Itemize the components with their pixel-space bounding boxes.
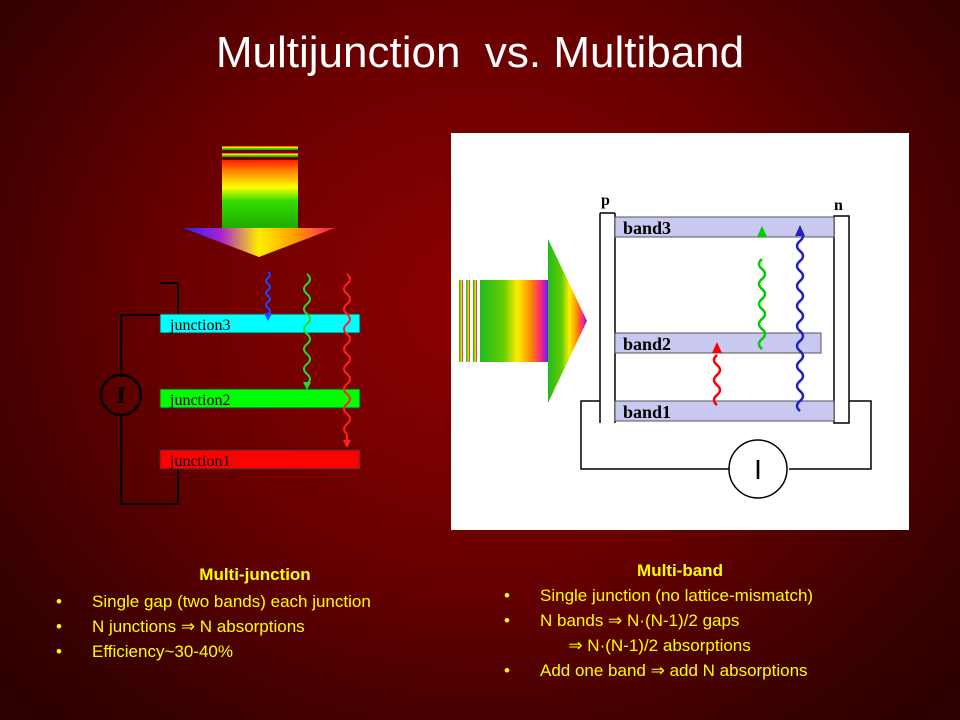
junction1-layer: junction1 bbox=[159, 449, 361, 470]
multijunction-diagram: I junction3 junction2 junction1 bbox=[99, 146, 361, 505]
list-item: •N bands ⇒ N·(N-1)/2 gaps bbox=[504, 608, 924, 633]
list-item: •Single junction (no lattice-mismatch) bbox=[504, 583, 924, 608]
multiband-diagram: p n band3 band2 band1 bbox=[459, 192, 872, 499]
list-item: •Single gap (two bands) each junction bbox=[56, 589, 456, 614]
bullet-marker: • bbox=[56, 642, 62, 661]
junction3-label: junction3 bbox=[169, 317, 230, 334]
p-label: p bbox=[601, 192, 610, 209]
band1-label: band1 bbox=[623, 402, 671, 422]
band3: band3 bbox=[614, 216, 835, 238]
p-contact bbox=[599, 212, 616, 423]
junction2-layer: junction2 bbox=[159, 388, 361, 409]
band3-label: band3 bbox=[623, 218, 671, 238]
n-label: n bbox=[834, 197, 843, 214]
multiband-heading: Multi-band bbox=[637, 561, 723, 580]
svg-text:I: I bbox=[754, 454, 762, 485]
incident-light-arrow-right bbox=[459, 239, 587, 403]
n-contact bbox=[833, 215, 850, 424]
bullet-marker: • bbox=[56, 592, 62, 611]
list-item: •N junctions ⇒ N absorptions bbox=[56, 614, 456, 639]
red-transition-arrow bbox=[712, 342, 722, 406]
incident-light-arrow bbox=[183, 146, 335, 257]
list-item: •Efficiency~30-40% bbox=[56, 639, 456, 664]
external-circuit-right bbox=[580, 400, 872, 470]
multijunction-heading: Multi-junction bbox=[199, 565, 311, 584]
green-transition-arrow bbox=[757, 226, 767, 350]
svg-text:I: I bbox=[116, 383, 125, 409]
slide-title: Multijunction vs. Multiband bbox=[215, 28, 745, 77]
multijunction-list: •Single gap (two bands) each junction •N… bbox=[56, 589, 456, 664]
blue-photon-arrow bbox=[264, 271, 272, 321]
blue-transition-arrow bbox=[795, 225, 805, 412]
current-meter: I bbox=[99, 373, 143, 417]
band2-label: band2 bbox=[623, 334, 671, 354]
multiband-list: •Single junction (no lattice-mismatch) •… bbox=[504, 583, 924, 683]
junction3-layer: junction3 bbox=[159, 313, 361, 334]
red-photon-arrow bbox=[343, 273, 351, 448]
band1: band1 bbox=[614, 400, 835, 422]
green-photon-arrow bbox=[303, 273, 311, 390]
bullet-marker: • bbox=[504, 586, 510, 605]
bullet-marker: • bbox=[504, 611, 510, 630]
list-item: ⇒ N·(N-1)/2 absorptions bbox=[540, 636, 751, 655]
junction1-label: junction1 bbox=[169, 453, 230, 470]
bullet-marker: • bbox=[504, 661, 510, 680]
junction2-label: junction2 bbox=[169, 392, 230, 409]
bullet-marker: • bbox=[56, 617, 62, 636]
multiband-panel: p n band3 band2 band1 bbox=[451, 133, 909, 530]
list-item: •Add one band ⇒ add N absorptions bbox=[504, 658, 924, 683]
current-meter-right: I bbox=[728, 439, 788, 499]
